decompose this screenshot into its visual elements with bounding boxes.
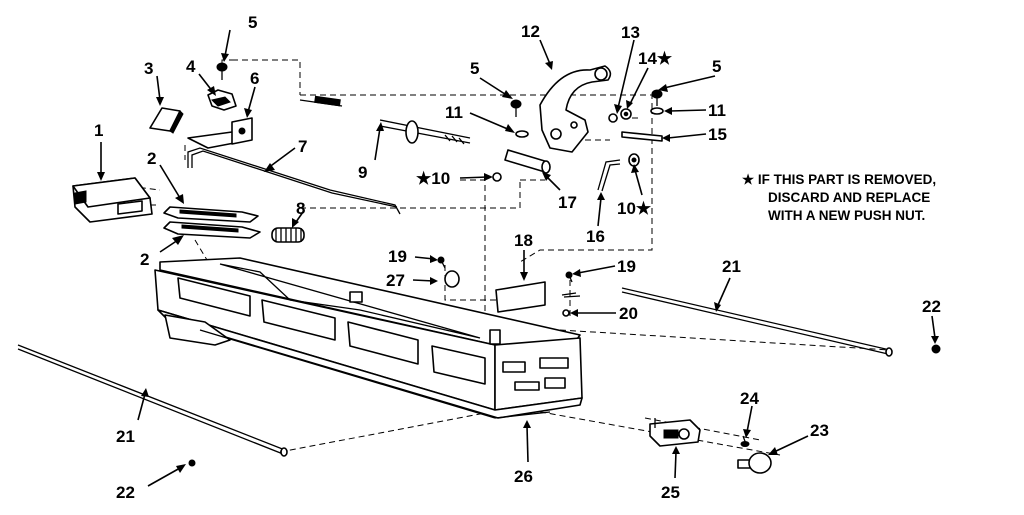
callout-5-right: 5 [712, 57, 721, 76]
callout-21-left: 21 [116, 427, 135, 446]
callout-16: 16 [586, 227, 605, 246]
callout-10-left: ★10 [416, 169, 450, 188]
callout-24: 24 [740, 389, 759, 408]
callout-12: 12 [521, 22, 540, 41]
note-line-1: ★ IF THIS PART IS REMOVED, [742, 172, 936, 187]
callout-18: 18 [514, 231, 533, 250]
callout-7: 7 [298, 137, 307, 156]
callout-23: 23 [810, 421, 829, 440]
callout-10-right: 10★ [617, 199, 652, 218]
callout-6: 6 [250, 69, 259, 88]
callout-15: 15 [708, 125, 727, 144]
note-line-3: WITH A NEW PUSH NUT. [768, 208, 925, 223]
part-3-pad [149, 107, 184, 134]
part-9-rod-knob [299, 95, 471, 145]
part-18-plate [495, 281, 546, 313]
callout-13: 13 [621, 23, 640, 42]
part-5-screw-mid [510, 99, 522, 117]
callout-17: 17 [558, 193, 577, 212]
callout-8: 8 [296, 199, 305, 218]
callout-2-upper: 2 [147, 149, 156, 168]
part-22-cap-left [188, 459, 196, 467]
part-17-sleeve [504, 149, 551, 174]
callout-22-left: 22 [116, 483, 135, 502]
part-21-rod-left [17, 344, 288, 457]
part-14-push-nut [620, 108, 632, 120]
part-5-screw-right [651, 89, 663, 106]
part-12-cam-lever [539, 65, 612, 153]
callout-19-right: 19 [617, 257, 636, 276]
callout-20: 20 [619, 304, 638, 323]
part-19-screw-right [565, 271, 573, 283]
part-8-spring [271, 227, 305, 243]
part-25-lock-bracket [649, 418, 701, 447]
callout-11-right: 11 [708, 101, 726, 120]
callout-2-lower: 2 [140, 250, 149, 269]
part-7-bent-rod [187, 147, 401, 215]
callout-1: 1 [94, 121, 103, 140]
part-22-cap-right [931, 344, 941, 354]
part-2-lower-bracket [163, 221, 261, 239]
part-10-push-nut-a [492, 172, 502, 182]
callout-4: 4 [186, 57, 196, 76]
part-1-end-cap [72, 177, 153, 223]
callout-26: 26 [514, 467, 533, 486]
part-11-washer-b [650, 107, 664, 115]
part-15-pin [621, 131, 663, 142]
part-23-knob [737, 452, 772, 474]
push-nut-note: ★ IF THIS PART IS REMOVED, DISCARD AND R… [742, 172, 936, 223]
part-20-clip [561, 292, 581, 317]
callout-labels: 1 2 2 3 4 5 5 5 6 7 8 9 ★10 10★ 11 11 12… [94, 13, 941, 502]
part-6-angle-bracket [187, 117, 253, 149]
callout-5-mid: 5 [470, 59, 479, 78]
part-11-washer-a [515, 130, 529, 138]
part-27-bushing [444, 270, 460, 288]
part-5-screw-left [216, 62, 228, 80]
callout-27: 27 [386, 271, 405, 290]
callout-22-right: 22 [922, 297, 941, 316]
part-21-rod-right [621, 287, 893, 357]
callout-11-left: 11 [445, 103, 463, 122]
note-line-2: DISCARD AND REPLACE [768, 190, 930, 205]
part-26-main-housing [154, 257, 583, 419]
part-24-screw [740, 435, 750, 447]
callout-5-left: 5 [248, 13, 257, 32]
callout-21-right: 21 [722, 257, 741, 276]
callout-25: 25 [661, 483, 680, 502]
part-16-l-pin [597, 159, 621, 192]
part-2-upper-bracket [163, 206, 259, 223]
callout-9: 9 [358, 163, 367, 182]
callout-3: 3 [144, 59, 153, 78]
part-13-washer [608, 113, 618, 123]
part-19-screw-left [437, 256, 446, 269]
callout-19-left: 19 [388, 247, 407, 266]
leader-lines [97, 29, 939, 487]
callout-14: 14★ [638, 49, 673, 68]
